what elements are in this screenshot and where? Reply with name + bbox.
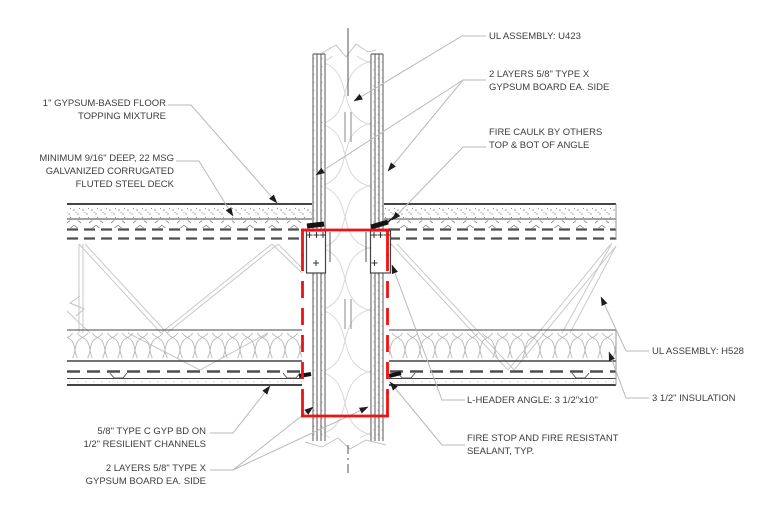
label-line: MINIMUM 9/16" DEEP, 22 MSG bbox=[39, 153, 174, 164]
detail-highlight-box bbox=[301, 228, 389, 418]
label-line: UL ASSEMBLY: H528 bbox=[652, 346, 744, 357]
label-line: GYPSUM BOARD EA. SIDE bbox=[489, 82, 610, 93]
label-line: SEALANT, TYP. bbox=[467, 446, 535, 457]
fire-caulk-top-right bbox=[370, 219, 389, 230]
fire-caulk-bottom-left bbox=[298, 372, 312, 378]
label-line: TOPPING MIXTURE bbox=[78, 111, 166, 122]
label-line: GYPSUM BOARD EA. SIDE bbox=[85, 476, 206, 487]
label-floor-topping: 1" GYPSUM-BASED FLOOR TOPPING MIXTURE bbox=[43, 97, 166, 123]
label-steel-deck: MINIMUM 9/16" DEEP, 22 MSG GALVANIZED CO… bbox=[39, 152, 174, 191]
label-fire-stop: FIRE STOP AND FIRE RESISTANT SEALANT, TY… bbox=[467, 432, 619, 458]
wall-assembly bbox=[304, 28, 387, 473]
label-line: 1" GYPSUM-BASED FLOOR bbox=[42, 98, 166, 109]
ceiling-assembly bbox=[67, 204, 617, 386]
label-line: 5/8" TYPE C GYP BD ON bbox=[97, 426, 206, 437]
label-fire-caulk: FIRE CAULK BY OTHERS TOP & BOT OF ANGLE bbox=[489, 126, 602, 152]
label-line: 2 LAYERS 5/8" TYPE X bbox=[489, 69, 590, 80]
label-line: 3 1/2" INSULATION bbox=[652, 393, 736, 404]
label-type-c-gyp: 5/8" TYPE C GYP BD ON 1/2" RESILIENT CHA… bbox=[83, 425, 206, 451]
label-two-layers-top: 2 LAYERS 5/8" TYPE X GYPSUM BOARD EA. SI… bbox=[489, 68, 609, 94]
joist-web-members bbox=[66, 242, 617, 371]
label-line: TOP & BOT OF ANGLE bbox=[489, 140, 590, 151]
label-line: FIRE CAULK BY OTHERS bbox=[489, 127, 603, 138]
fire-caulk-bottom-right bbox=[388, 371, 402, 378]
label-ul-assembly-h528: UL ASSEMBLY: H528 bbox=[652, 345, 744, 358]
label-l-header-angle: L-HEADER ANGLE: 3 1/2"x10" bbox=[467, 394, 598, 407]
label-insulation: 3 1/2" INSULATION bbox=[652, 392, 735, 405]
label-ul-assembly-u423: UL ASSEMBLY: U423 bbox=[489, 30, 581, 43]
label-line: FLUTED STEEL DECK bbox=[75, 179, 174, 190]
label-line: 2 LAYERS 5/8" TYPE X bbox=[105, 463, 206, 474]
label-line: 1/2" RESILIENT CHANNELS bbox=[83, 439, 206, 450]
leader-lines bbox=[168, 35, 649, 471]
fire-caulk-top-left bbox=[306, 221, 325, 229]
label-line: L-HEADER ANGLE: 3 1/2"x10" bbox=[467, 395, 598, 406]
floor-topping-and-deck bbox=[67, 203, 616, 240]
label-line: UL ASSEMBLY: U423 bbox=[489, 31, 581, 42]
label-line: FIRE STOP AND FIRE RESISTANT bbox=[467, 433, 619, 444]
label-line: GALVANIZED CORRUGATED bbox=[45, 166, 174, 177]
label-two-layers-bottom: 2 LAYERS 5/8" TYPE X GYPSUM BOARD EA. SI… bbox=[86, 462, 206, 488]
